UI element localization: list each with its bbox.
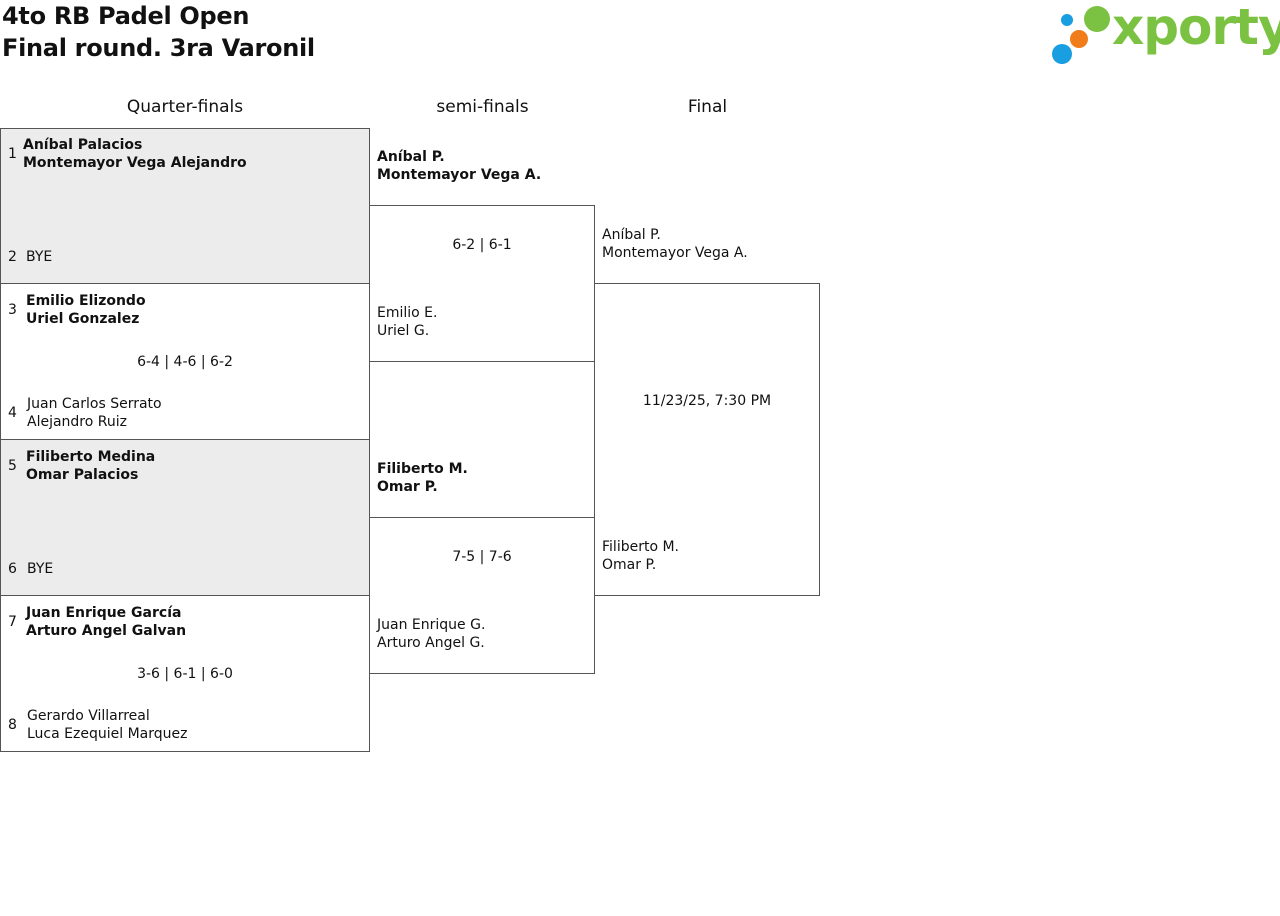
player-name: Montemayor Vega Alejandro: [23, 155, 247, 171]
player-name: Aníbal Palacios: [23, 137, 143, 153]
round-header-semifinals: semi-finals: [436, 97, 529, 117]
seed-number: 6: [8, 561, 17, 577]
seed-number: 7: [8, 614, 17, 630]
logo-dot-green-icon: [1084, 6, 1110, 32]
seed-number: 4: [8, 405, 17, 421]
player-name: Uriel G.: [377, 323, 430, 339]
player-name: Juan Enrique García: [26, 605, 182, 621]
bye-label: BYE: [26, 249, 53, 265]
final-top-player: Montemayor Vega A.: [602, 245, 748, 261]
player-name: Omar P.: [602, 557, 657, 573]
match-score: 6-4 | 4-6 | 6-2: [137, 354, 233, 370]
player-name: Filiberto M.: [602, 539, 679, 555]
semifinal-1-top-player: Montemayor Vega A.: [377, 167, 542, 183]
semifinal-2-top-player: Omar P.: [377, 479, 438, 495]
round-header-quarterfinals: Quarter-finals: [126, 97, 244, 117]
quarterfinal-match-3[interactable]: 5 Filiberto Medina Omar Palacios 6 BYE: [0, 439, 370, 596]
round-header-final: Final: [687, 97, 728, 117]
player-name: Emilio E.: [377, 305, 438, 321]
seed-number: 5: [8, 458, 17, 474]
player-name: Filiberto Medina: [26, 449, 156, 465]
logo-dot-orange-icon: [1070, 30, 1088, 48]
round-subtitle: Final round. 3ra Varonil: [2, 34, 315, 62]
player-name: Arturo Angel Galvan: [26, 623, 187, 639]
seed-number: 1: [8, 146, 17, 162]
semifinal-match-1[interactable]: 6-2 | 6-1 Emilio E. Uriel G.: [369, 205, 595, 362]
bye-label: BYE: [27, 561, 54, 577]
logo-text: xporty: [1112, 0, 1280, 56]
player-name: Alejandro Ruiz: [27, 414, 127, 430]
quarterfinal-match-1[interactable]: 1 Aníbal Palacios Montemayor Vega Alejan…: [0, 128, 370, 284]
player-name: Luca Ezequiel Marquez: [27, 726, 188, 742]
match-score: 6-2 | 6-1: [452, 237, 512, 253]
seed-number: 2: [8, 249, 17, 265]
tournament-title: 4to RB Padel Open: [2, 2, 250, 30]
player-name: Emilio Elizondo: [26, 293, 146, 309]
semifinal-match-2[interactable]: 7-5 | 7-6 Juan Enrique G. Arturo Angel G…: [369, 517, 595, 674]
match-score: 3-6 | 6-1 | 6-0: [137, 666, 233, 682]
final-top-player: Aníbal P.: [602, 227, 661, 243]
xporty-logo[interactable]: xporty: [1050, 0, 1280, 66]
quarterfinal-match-4[interactable]: 7 Juan Enrique García Arturo Angel Galva…: [0, 595, 370, 752]
logo-dot-blue-large-icon: [1052, 44, 1072, 64]
logo-dot-blue-small-icon: [1061, 14, 1073, 26]
player-name: Juan Enrique G.: [377, 617, 486, 633]
player-name: Juan Carlos Serrato: [27, 396, 162, 412]
match-datetime: 11/23/25, 7:30 PM: [642, 393, 772, 409]
quarterfinal-match-2[interactable]: 3 Emilio Elizondo Uriel Gonzalez 6-4 | 4…: [0, 283, 370, 440]
final-match[interactable]: 11/23/25, 7:30 PM Filiberto M. Omar P.: [594, 283, 820, 596]
semifinal-1-top-player: Aníbal P.: [377, 149, 445, 165]
seed-number: 3: [8, 302, 17, 318]
player-name: Arturo Angel G.: [377, 635, 485, 651]
player-name: Uriel Gonzalez: [26, 311, 140, 327]
seed-number: 8: [8, 717, 17, 733]
semifinal-2-top-player: Filiberto M.: [377, 461, 468, 477]
player-name: Omar Palacios: [26, 467, 139, 483]
player-name: Gerardo Villarreal: [27, 708, 150, 724]
match-score: 7-5 | 7-6: [452, 549, 512, 565]
